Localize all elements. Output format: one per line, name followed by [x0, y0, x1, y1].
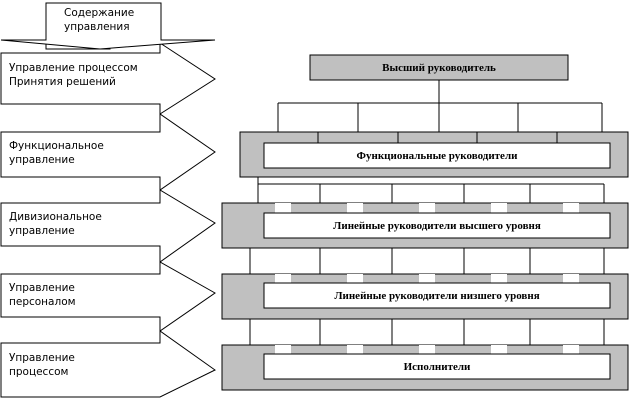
line-senior-tab-gap-4	[491, 203, 507, 213]
line-junior-tab-gap-1	[275, 274, 291, 284]
line-junior-tab-gap-4	[491, 274, 507, 284]
line-junior-label: Линейные руководители низшего уровня	[334, 289, 540, 302]
arrow-label-divisional: Дивизиональное управление	[9, 211, 102, 237]
line-junior-tab-gap-3	[419, 274, 435, 284]
line-senior-tab-gap-3	[419, 203, 435, 213]
line-senior-tab-gap-2	[347, 203, 363, 213]
arrow-label-decision-process: Управление процессом Принятия решений	[9, 62, 138, 88]
line-senior-tab-gap-1	[275, 203, 291, 213]
arrow-label-personnel: Управление персоналом	[9, 282, 76, 308]
top-manager-label: Высший руководитель	[382, 61, 496, 74]
functional-managers-box	[263, 142, 611, 169]
top-manager-box	[309, 54, 569, 81]
header-arrow-banner	[0, 2, 216, 50]
functional-managers-label: Функциональные руководители	[356, 149, 518, 162]
performers-box	[263, 353, 611, 380]
left-arrow-shape-4	[0, 261, 216, 332]
performers-tab-gap-1	[275, 345, 291, 355]
line-junior-tab-gap-5	[563, 274, 579, 284]
line-junior-tab-gap-2	[347, 274, 363, 284]
left-arrow-shape-5	[0, 330, 216, 398]
line-junior-box	[263, 282, 611, 309]
arrow-label-functional: Функциональное управление	[9, 140, 104, 166]
performers-label: Исполнители	[403, 360, 471, 373]
line-senior-tab-gap-5	[563, 203, 579, 213]
performers-tab-gap-3	[419, 345, 435, 355]
line-senior-box	[263, 212, 611, 239]
performers-tab-gap-5	[563, 345, 579, 355]
performers-tab-gap-4	[491, 345, 507, 355]
performers-tab-gap-2	[347, 345, 363, 355]
left-arrow-shape-3	[0, 189, 216, 263]
header-arrow-label: Содержание управления	[64, 7, 135, 33]
line-senior-label: Линейные руководители высшего уровня	[333, 219, 541, 232]
left-arrow-shape-1	[0, 42, 216, 115]
arrow-label-process: Управление процессом	[9, 352, 75, 378]
left-arrow-shape-2	[0, 113, 216, 191]
